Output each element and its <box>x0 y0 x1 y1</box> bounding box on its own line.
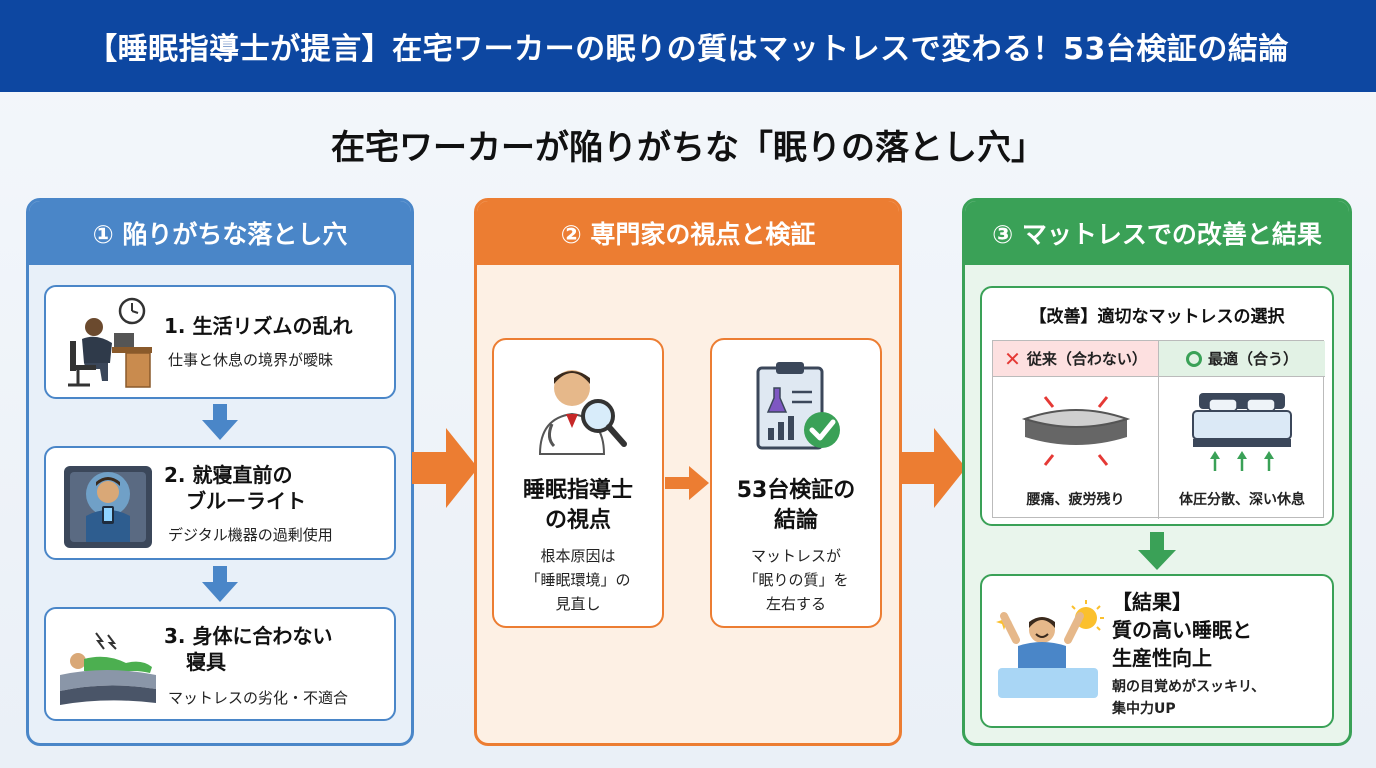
improvement-box: 【改善】適切なマットレスの選択 ✕ 従来（合わない） 腰痛、疲労残り 最適（合う… <box>980 286 1334 526</box>
pitfall-desc: 仕事と休息の境界が曖昧 <box>168 351 334 369</box>
expert-magnifier-icon <box>538 370 627 455</box>
verification-desc-line1: マットレスが <box>750 547 841 565</box>
supportive-bed-icon <box>1192 393 1292 471</box>
header-banner: 【睡眠指導士が提言】在宅ワーカーの眠りの質はマットレスで変わる！53台検証の結論 <box>0 0 1376 92</box>
comparison-good-caption: 体圧分散、深い休息 <box>1179 492 1305 508</box>
happy-waking-person-icon <box>996 600 1104 698</box>
pitfall-desc: マットレスの劣化・不適合 <box>168 689 349 707</box>
pitfall-title-line1: 3. 身体に合わない <box>164 624 333 648</box>
verification-desc-line2: 「眠りの質」を <box>743 571 849 589</box>
page-subtitle: 在宅ワーカーが陥りがちな「眠りの落とし穴」 <box>331 128 1045 168</box>
panel-results-heading: ③ マットレスでの改善と結果 <box>965 201 1349 265</box>
improvement-title: 【改善】適切なマットレスの選択 <box>1029 307 1285 327</box>
comparison-bad: ✕ 従来（合わない） 腰痛、疲労残り <box>993 341 1159 519</box>
verification-desc-line3: 左右する <box>765 595 826 613</box>
comparison-table: ✕ 従来（合わない） 腰痛、疲労残り 最適（合う） <box>992 340 1325 519</box>
comparison-good-header: 最適（合う） <box>1159 341 1325 377</box>
result-desc-line1: 朝の目覚めがスッキリ、 <box>1112 679 1266 695</box>
circle-icon <box>1185 350 1202 367</box>
verification-title-line2: 結論 <box>773 508 818 533</box>
pitfall-title: 3. 身体に合わない 寝具 <box>164 623 332 675</box>
comparison-good: 最適（合う） 体圧分散、深い休息 <box>1159 341 1325 519</box>
pitfall-title: 1. 生活リズムの乱れ <box>164 314 353 338</box>
pitfall-card-rhythm: 1. 生活リズムの乱れ 仕事と休息の境界が曖昧 <box>44 285 396 399</box>
down-arrow-icon <box>1138 532 1176 570</box>
verification-desc: マットレスが 「眠りの質」を 左右する <box>712 544 880 616</box>
result-title-line1: 【結果】 <box>1112 590 1192 614</box>
verification-title: 53台検証の 結論 <box>712 476 880 536</box>
expert-view-title-line2: の視点 <box>544 508 611 533</box>
right-arrow-icon <box>412 428 478 508</box>
clipboard-check-icon <box>756 362 840 450</box>
expert-view-desc-line1: 根本原因は <box>540 547 616 565</box>
sagging-mattress-icon <box>1021 396 1131 466</box>
expert-view-title-line1: 睡眠指導士 <box>522 478 633 503</box>
pitfall-title-line2: 寝具 <box>186 650 226 674</box>
expert-view-desc: 根本原因は 「睡眠環境」の 見直し <box>494 544 662 616</box>
expert-view-card: 睡眠指導士 の視点 根本原因は 「睡眠環境」の 見直し <box>492 338 664 628</box>
expert-view-desc-line3: 見直し <box>555 595 601 613</box>
phone-in-bed-icon <box>64 466 152 548</box>
pitfall-title-line1: 2. 就寝直前の <box>164 463 293 487</box>
panel-pitfalls-heading: ① 陥りがちな落とし穴 <box>29 201 411 265</box>
down-arrow-icon <box>202 404 238 440</box>
pitfall-title: 2. 就寝直前の ブルーライト <box>164 462 306 514</box>
page-title: 【睡眠指導士が提言】在宅ワーカーの眠りの質はマットレスで変わる！53台検証の結論 <box>87 32 1289 67</box>
cross-icon: ✕ <box>1004 346 1021 371</box>
desk-worker-clock-icon <box>68 297 152 388</box>
result-title-line2: 質の高い睡眠と <box>1112 618 1252 642</box>
pitfall-card-bluelight: 2. 就寝直前の ブルーライト デジタル機器の過剰使用 <box>44 446 396 560</box>
uncomfortable-sleeper-icon <box>60 632 156 705</box>
expert-view-title: 睡眠指導士 の視点 <box>494 476 662 536</box>
right-arrow-icon <box>900 428 966 508</box>
verification-card: 53台検証の 結論 マットレスが 「眠りの質」を 左右する <box>710 338 882 628</box>
result-title-line3: 生産性向上 <box>1112 646 1212 670</box>
result-box: 【結果】 質の高い睡眠と 生産性向上 朝の目覚めがスッキリ、 集中力UP <box>980 574 1334 728</box>
panel-expert-heading: ② 専門家の視点と検証 <box>477 201 899 265</box>
result-desc: 朝の目覚めがスッキリ、 集中力UP <box>1112 676 1265 720</box>
pitfall-card-bedding: 3. 身体に合わない 寝具 マットレスの劣化・不適合 <box>44 607 396 721</box>
comparison-bad-caption: 腰痛、疲労残り <box>1026 492 1125 508</box>
expert-view-desc-line2: 「睡眠環境」の <box>525 571 631 589</box>
comparison-bad-header: ✕ 従来（合わない） <box>993 341 1158 377</box>
result-title: 【結果】 質の高い睡眠と 生産性向上 <box>1112 588 1252 672</box>
right-arrow-icon <box>665 466 709 500</box>
down-arrow-icon <box>202 566 238 602</box>
comparison-bad-label: 従来（合わない） <box>1026 350 1147 368</box>
verification-title-line1: 53台検証の <box>736 478 856 503</box>
comparison-good-label: 最適（合う） <box>1207 350 1298 368</box>
pitfall-desc: デジタル機器の過剰使用 <box>168 526 333 544</box>
result-desc-line2: 集中力UP <box>1112 701 1176 717</box>
pitfall-title-line2: ブルーライト <box>186 489 306 513</box>
